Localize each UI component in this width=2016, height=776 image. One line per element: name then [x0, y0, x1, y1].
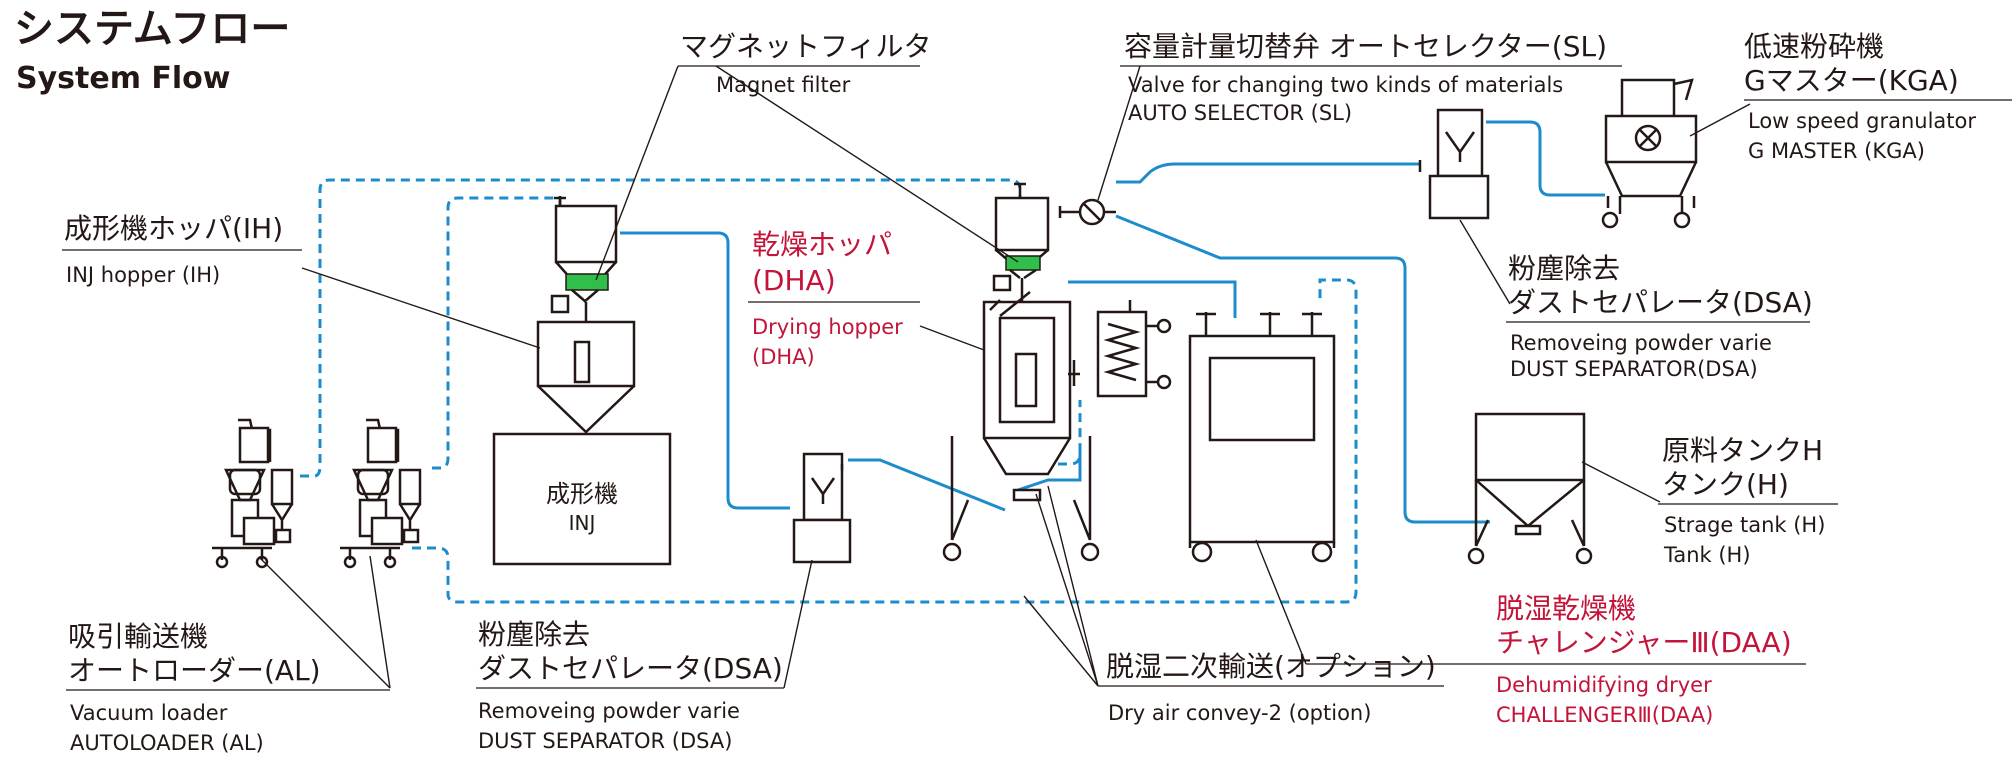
- molding-machine: 成形機 INJ: [492, 432, 672, 566]
- svg-text:Drying hopper: Drying hopper: [752, 315, 903, 339]
- svg-text:粉塵除去: 粉塵除去: [1508, 252, 1620, 285]
- svg-text:Removeing powder varie: Removeing powder varie: [478, 699, 740, 723]
- label-auto-selector: 容量計量切替弁 オートセレクター(SL) Valve for changing …: [1120, 30, 1622, 125]
- svg-text:成形機ホッパ(IH): 成形機ホッパ(IH): [64, 212, 283, 245]
- svg-text:容量計量切替弁 オートセレクター(SL): 容量計量切替弁 オートセレクター(SL): [1124, 30, 1607, 63]
- svg-text:低速粉砕機: 低速粉砕機: [1744, 30, 1884, 63]
- svg-text:原料タンクH: 原料タンクH: [1662, 434, 1823, 467]
- svg-text:Magnet filter: Magnet filter: [716, 73, 851, 97]
- svg-text:乾燥ホッパ: 乾燥ホッパ: [752, 228, 892, 261]
- svg-text:オートローダー(AL): オートローダー(AL): [68, 654, 321, 687]
- svg-text:Low speed granulator: Low speed granulator: [1748, 109, 1976, 133]
- svg-text:G MASTER (KGA): G MASTER (KGA): [1748, 139, 1925, 163]
- pipes-solid: [620, 120, 1605, 524]
- molding-machine-en: INJ: [569, 511, 596, 535]
- svg-text:DUST SEPARATOR(DSA): DUST SEPARATOR(DSA): [1510, 357, 1758, 381]
- dust-separator-bottom: [792, 452, 852, 564]
- svg-text:ダストセパレータ(DSA): ダストセパレータ(DSA): [1508, 286, 1813, 319]
- label-drying-hopper: 乾燥ホッパ (DHA) Drying hopper (DHA): [748, 228, 920, 369]
- label-inj-hopper: 成形機ホッパ(IH) INJ hopper (IH): [62, 212, 302, 287]
- leader-lines: [259, 65, 1751, 689]
- svg-text:チャレンジャーⅢ(DAA): チャレンジャーⅢ(DAA): [1496, 626, 1792, 659]
- label-storage-tank: 原料タンクH タンク(H) Strage tank (H) Tank (H): [1658, 434, 1838, 567]
- label-autoloader: 吸引輸送機 オートローダー(AL) Vacuum loader AUTOLOAD…: [66, 620, 390, 755]
- svg-text:脱湿二次輸送(オプション): 脱湿二次輸送(オプション): [1106, 650, 1436, 683]
- drying-hopper: [942, 182, 1100, 562]
- autoloader-right: [340, 418, 422, 569]
- label-dust-separator-bottom: 粉塵除去 ダストセパレータ(DSA) Removeing powder vari…: [476, 618, 784, 753]
- title-jp: システムフロー: [14, 6, 290, 52]
- svg-text:吸引輸送機: 吸引輸送機: [68, 620, 208, 653]
- molding-machine-jp: 成形機: [546, 480, 618, 508]
- granulator: [1601, 78, 1698, 229]
- svg-text:タンク(H): タンク(H): [1662, 468, 1789, 501]
- svg-text:ダストセパレータ(DSA): ダストセパレータ(DSA): [478, 652, 783, 685]
- svg-text:粉塵除去: 粉塵除去: [478, 618, 590, 651]
- svg-text:CHALLENGERⅢ(DAA): CHALLENGERⅢ(DAA): [1496, 703, 1713, 727]
- svg-text:(DHA): (DHA): [752, 345, 815, 369]
- storage-tank: [1467, 412, 1593, 565]
- title-en: System Flow: [16, 61, 231, 96]
- svg-text:AUTOLOADER (AL): AUTOLOADER (AL): [70, 731, 264, 755]
- svg-text:Tank (H): Tank (H): [1663, 543, 1751, 567]
- auto-selector: [1058, 198, 1116, 226]
- label-dust-separator-top: 粉塵除去 ダストセパレータ(DSA) Removeing powder vari…: [1506, 252, 1813, 381]
- label-dry-air-convey: 脱湿二次輸送(オプション) Dry air convey-2 (option): [1098, 650, 1444, 725]
- svg-text:Valve for changing two kinds o: Valve for changing two kinds of material…: [1128, 73, 1563, 97]
- label-magnet-filter: マグネットフィルタ Magnet filter: [678, 30, 931, 97]
- svg-text:(DHA): (DHA): [752, 264, 836, 297]
- dehumidifier: [1188, 312, 1336, 563]
- svg-text:Dehumidifying dryer: Dehumidifying dryer: [1496, 673, 1712, 697]
- svg-text:DUST SEPARATOR (DSA): DUST SEPARATOR (DSA): [478, 729, 732, 753]
- svg-text:Dry air convey-2 (option): Dry air convey-2 (option): [1108, 701, 1371, 725]
- svg-text:Vacuum loader: Vacuum loader: [70, 701, 228, 725]
- svg-text:脱湿乾燥機: 脱湿乾燥機: [1496, 592, 1636, 625]
- autoloader-left: [212, 418, 294, 569]
- svg-text:Removeing powder varie: Removeing powder varie: [1510, 331, 1772, 355]
- svg-text:Gマスター(KGA): Gマスター(KGA): [1744, 64, 1959, 97]
- label-granulator: 低速粉砕機 Gマスター(KGA) Low speed granulator G …: [1744, 30, 2012, 163]
- svg-text:Strage tank (H): Strage tank (H): [1664, 513, 1825, 537]
- svg-text:AUTO SELECTOR (SL): AUTO SELECTOR (SL): [1128, 101, 1352, 125]
- label-dehumidifier: 脱湿乾燥機 チャレンジャーⅢ(DAA) Dehumidifying dryer …: [1306, 592, 1806, 727]
- inj-hopper: [536, 196, 636, 434]
- heater: [1096, 300, 1172, 398]
- svg-text:マグネットフィルタ: マグネットフィルタ: [680, 30, 931, 63]
- dust-separator-top: [1418, 108, 1490, 220]
- svg-text:INJ hopper (IH): INJ hopper (IH): [66, 263, 220, 287]
